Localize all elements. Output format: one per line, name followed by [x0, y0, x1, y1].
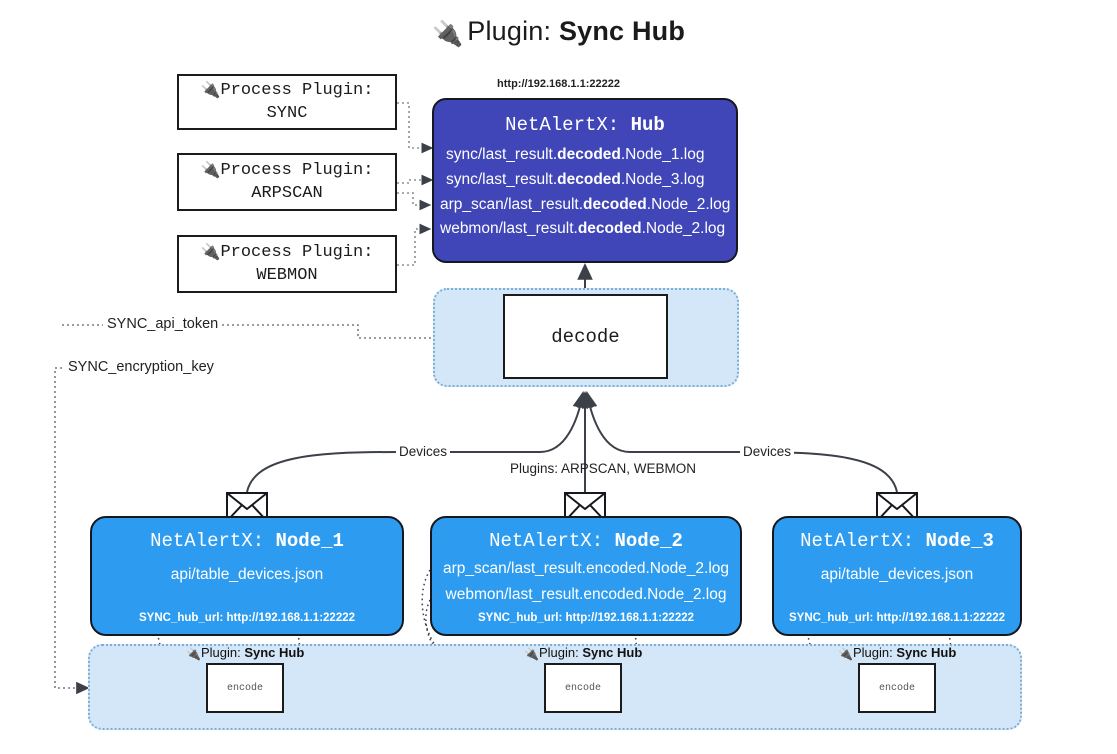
electric-plug-icon: 🔌: [186, 647, 201, 661]
node-data-line: arp_scan/last_result.encoded.Node_2.log: [442, 560, 730, 577]
encoder-caption-node-1: 🔌Plugin: Sync Hub: [186, 645, 305, 661]
electric-plug-icon: 🔌: [431, 20, 464, 48]
node-box-node-3[interactable]: NetAlertX: Node_3 api/table_devices.json…: [772, 516, 1022, 636]
node-title: NetAlertX: Node_1: [150, 530, 344, 552]
encoder-caption-node-2: 🔌Plugin: Sync Hub: [524, 645, 643, 661]
page-title-prefix: Plugin:: [467, 16, 559, 46]
sync-api-token-label: SYNC_api_token: [103, 316, 223, 332]
node-data-line: api/table_devices.json: [820, 566, 974, 583]
node-title: NetAlertX: Node_2: [489, 530, 683, 552]
process-plugin-label: Process Plugin:: [220, 160, 374, 180]
electric-plug-icon: 🔌: [838, 647, 853, 661]
sync-encryption-key-label: SYNC_encryption_key: [64, 359, 218, 375]
node-box-node-1[interactable]: NetAlertX: Node_1 api/table_devices.json…: [90, 516, 404, 636]
edge-label-plugins: Plugins: ARPSCAN, WEBMON: [510, 461, 697, 476]
process-plugin-webmon[interactable]: 🔌Process Plugin: WEBMON: [177, 235, 397, 293]
node-box-node-2[interactable]: NetAlertX: Node_2 arp_scan/last_result.e…: [430, 516, 742, 636]
encode-box-node-1[interactable]: encode: [206, 663, 284, 713]
encoder-caption-node-3: 🔌Plugin: Sync Hub: [838, 645, 957, 661]
node-hub-url: SYNC_hub_url: http://192.168.1.1:22222: [788, 612, 1006, 624]
encode-label: encode: [226, 682, 263, 694]
node-title: NetAlertX: Node_3: [800, 530, 994, 552]
process-plugin-sync[interactable]: 🔌Process Plugin: SYNC: [177, 74, 397, 130]
process-plugin-label: Process Plugin:: [220, 242, 374, 262]
page-title: 🔌Plugin: Sync Hub: [0, 16, 1117, 49]
hub-box[interactable]: NetAlertX: Hub sync/last_result.decoded.…: [432, 98, 738, 263]
process-plugin-name: ARPSCAN: [251, 184, 323, 203]
decode-label: decode: [551, 325, 620, 348]
node-data-line: api/table_devices.json: [170, 566, 324, 583]
hub-log-line: arp_scan/last_result.decoded.Node_2.log: [440, 196, 731, 213]
process-plugin-label: Process Plugin:: [220, 80, 374, 100]
electric-plug-icon: 🔌: [200, 159, 221, 179]
decode-box[interactable]: decode: [503, 294, 668, 379]
hub-log-line: webmon/last_result.decoded.Node_2.log: [440, 220, 726, 237]
encode-label: encode: [564, 682, 601, 694]
node-hub-url: SYNC_hub_url: http://192.168.1.1:22222: [138, 612, 356, 624]
hub-log-line: sync/last_result.decoded.Node_3.log: [446, 171, 705, 188]
encode-box-node-3[interactable]: encode: [858, 663, 936, 713]
hub-title: NetAlertX: Hub: [505, 114, 665, 136]
electric-plug-icon: 🔌: [524, 647, 539, 661]
node-data-line: webmon/last_result.encoded.Node_2.log: [445, 586, 727, 603]
encode-box-node-2[interactable]: encode: [544, 663, 622, 713]
page-title-name: Sync Hub: [558, 16, 686, 46]
process-plugin-arpscan[interactable]: 🔌Process Plugin: ARPSCAN: [177, 153, 397, 211]
electric-plug-icon: 🔌: [200, 241, 221, 261]
node-hub-url: SYNC_hub_url: http://192.168.1.1:22222: [477, 612, 695, 624]
hub-log-line: sync/last_result.decoded.Node_1.log: [446, 146, 705, 163]
process-plugin-name: WEBMON: [256, 266, 318, 285]
edge-label-devices-left: Devices: [396, 444, 451, 459]
process-plugin-name: SYNC: [266, 104, 308, 123]
hub-url-label: http://192.168.1.1:22222: [497, 78, 620, 90]
electric-plug-icon: 🔌: [200, 79, 221, 99]
encode-label: encode: [878, 682, 915, 694]
edge-label-devices-right: Devices: [740, 444, 795, 459]
